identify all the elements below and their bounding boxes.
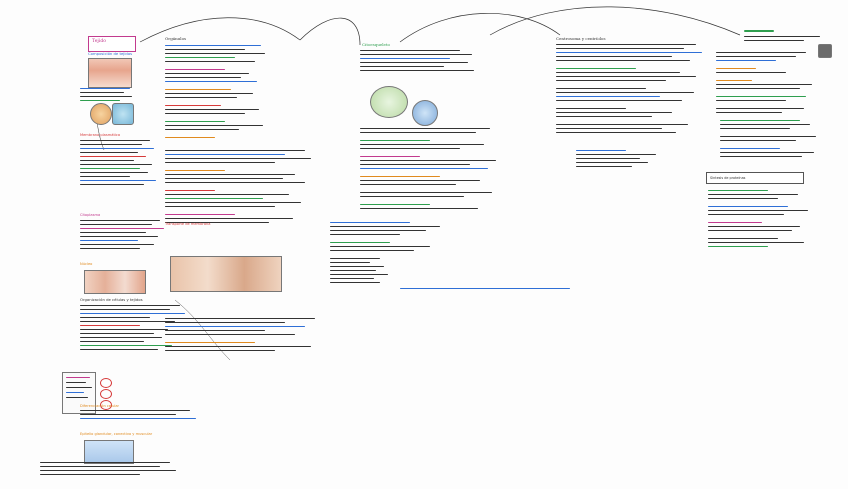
right-notes: [556, 44, 706, 164]
avatar-icon: [818, 44, 832, 58]
tissue-subtitle: Composición de tejidos: [88, 52, 132, 56]
center-notes-1: [360, 50, 480, 90]
membrane-notes: [80, 140, 160, 210]
center-organelle-image: [412, 100, 438, 126]
center-cell-diagram: [370, 86, 408, 118]
left-block-1: [80, 88, 140, 110]
transport-diagram-image: [170, 256, 282, 292]
center-notes-2: [360, 128, 500, 218]
far-title: Síntesis de proteínas: [710, 176, 745, 180]
organelles-title: Orgánulos: [165, 36, 186, 41]
far-right-header: [744, 30, 824, 46]
nucleus-image: [84, 270, 146, 294]
bottom-subtitle: Diferenciación celular: [80, 404, 119, 408]
cytoplasm-title: Citoplasma: [80, 213, 100, 217]
nucleus-title: Núcleo: [80, 262, 92, 266]
tissue-title: Tejido: [92, 39, 106, 44]
organelles-notes: [165, 45, 275, 145]
far-bottom-notes: [708, 190, 818, 260]
final-notes: [40, 462, 180, 482]
transport-notes: [165, 150, 315, 270]
center-bottom-line: [400, 288, 580, 298]
far-title-box: Síntesis de proteínas: [706, 172, 804, 184]
membrane-title: Membrana plasmática: [80, 133, 120, 137]
right-lower-notes: [576, 150, 666, 190]
far-right-lower: [720, 120, 820, 180]
center-title: Citoesqueleto: [362, 42, 390, 47]
cytoplasm-notes: [80, 220, 170, 260]
bottom-section-title: Organización de células y tejidos: [80, 298, 143, 302]
epithelium-image: [84, 440, 134, 464]
legend-text: Epitelio glandular, conectivo y muscular: [80, 432, 152, 436]
far-right-notes: [716, 52, 816, 122]
differentiation-notes: [80, 410, 200, 430]
right-title: Centrosoma y centríolos: [556, 36, 606, 41]
tissue-histology-image: [88, 58, 132, 88]
transport-title: Transporte de membrana: [165, 222, 211, 226]
tissue-title-box: Tejido: [88, 36, 136, 52]
column2-lower-notes: [165, 318, 325, 368]
